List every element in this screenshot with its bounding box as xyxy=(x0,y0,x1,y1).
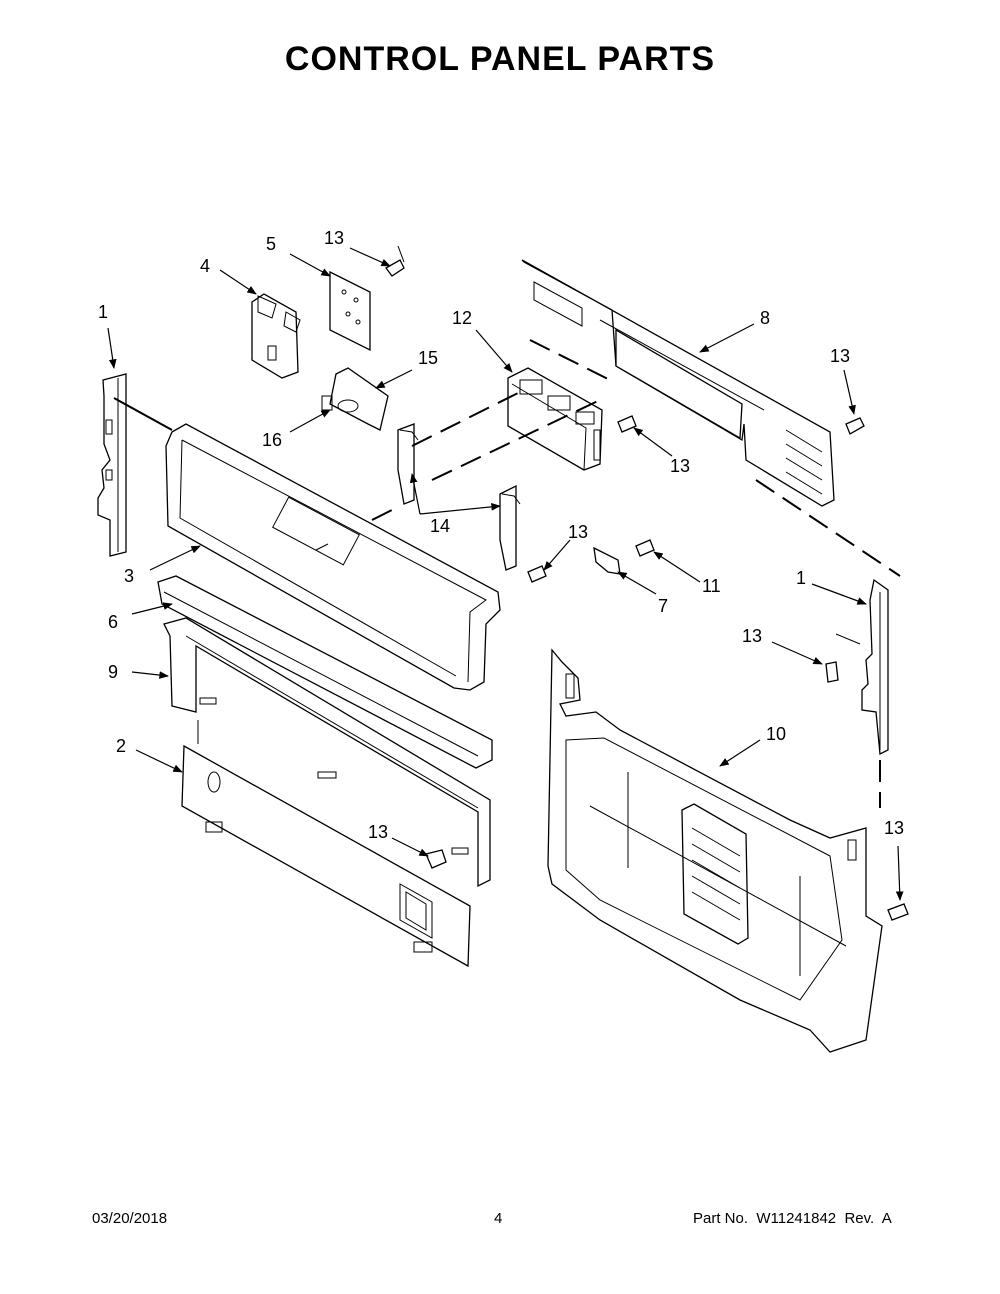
callout-1-right: 1 xyxy=(796,568,806,588)
mounting-bracket xyxy=(163,617,491,888)
callout-1-left: 1 xyxy=(98,302,108,322)
side-bracket-left xyxy=(97,373,127,557)
side-bracket-right xyxy=(861,578,889,756)
callout-leaders xyxy=(107,247,904,901)
callout-13-right-top: 13 xyxy=(830,346,850,366)
callout-13-right-mid: 13 xyxy=(742,626,762,646)
callout-13-bottom: 13 xyxy=(368,822,388,842)
footer-part-number: Part No. W11241842 Rev. A xyxy=(693,1210,892,1227)
callout-13-top: 13 xyxy=(324,228,344,248)
support-bracket-a xyxy=(397,423,419,505)
callout-8: 8 xyxy=(760,308,770,328)
vented-panel xyxy=(521,259,835,507)
trim-strip xyxy=(157,575,493,769)
callout-12: 12 xyxy=(452,308,472,328)
callout-4: 4 xyxy=(200,256,210,276)
control-board-small xyxy=(329,270,371,352)
screw-module xyxy=(617,415,637,433)
screw-top xyxy=(385,245,405,277)
page-title: CONTROL PANEL PARTS xyxy=(284,40,716,78)
clip-housing xyxy=(251,293,301,379)
callout-11: 11 xyxy=(702,576,721,596)
callout-13-bottom-right: 13 xyxy=(884,818,904,838)
callout-5: 5 xyxy=(266,234,276,254)
screw-bottom-right xyxy=(887,903,909,921)
callout-13-mid: 13 xyxy=(670,456,690,476)
screw-right-top xyxy=(845,417,865,435)
rear-cover-panel xyxy=(181,720,471,968)
switch-assembly xyxy=(321,367,389,431)
footer-date: 03/20/2018 xyxy=(92,1210,168,1227)
electronic-control-module xyxy=(507,367,603,471)
callout-9: 9 xyxy=(108,662,118,682)
callout-7: 7 xyxy=(658,596,668,616)
callout-13-center: 13 xyxy=(568,522,588,542)
control-console xyxy=(165,423,501,691)
screw-bottom xyxy=(425,849,447,869)
callout-16: 16 xyxy=(262,430,282,450)
support-bracket-b xyxy=(499,484,521,571)
callout-15: 15 xyxy=(418,348,438,368)
screw-center xyxy=(527,565,547,583)
rear-support-panel xyxy=(547,648,883,1053)
callout-2: 2 xyxy=(116,736,126,756)
screw-right-mid xyxy=(825,661,839,683)
small-clip xyxy=(593,546,621,575)
alignment-lines xyxy=(113,339,901,808)
footer-page-number: 4 xyxy=(494,1210,503,1227)
screw-clip xyxy=(635,539,655,557)
callout-3: 3 xyxy=(124,566,134,586)
callout-14: 14 xyxy=(430,516,450,536)
callout-6: 6 xyxy=(108,612,118,632)
callout-10: 10 xyxy=(766,724,786,744)
